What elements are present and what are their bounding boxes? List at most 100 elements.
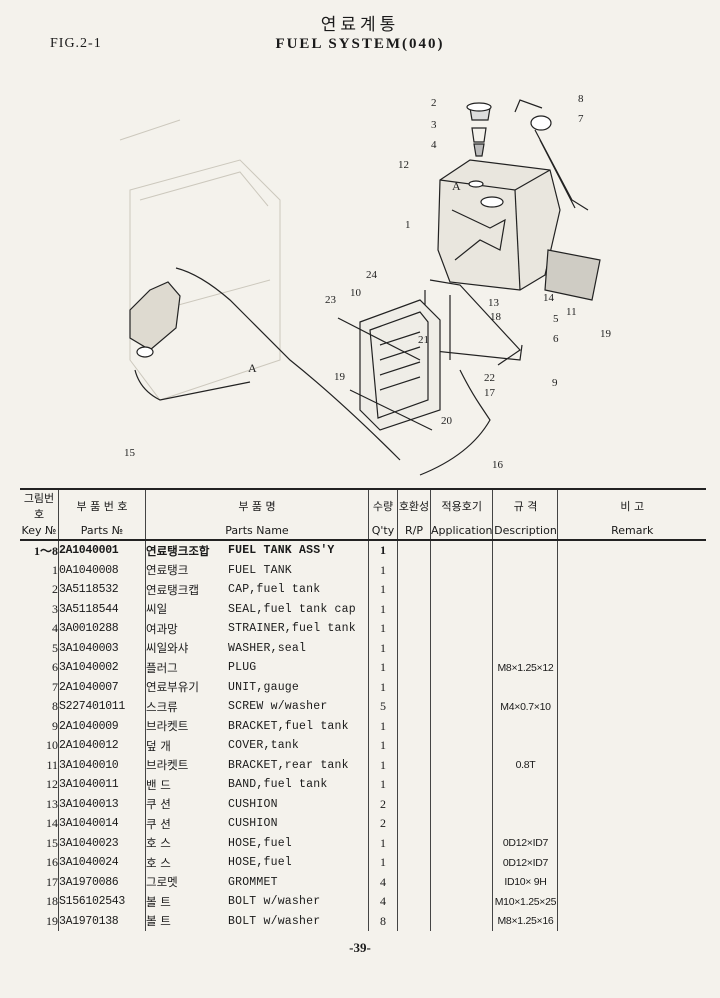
cell-qty: 1 bbox=[368, 833, 398, 853]
cell-pno: 3A0010288 bbox=[58, 619, 146, 639]
callout-16: 16 bbox=[492, 459, 504, 471]
parts-table: 그림번호 부 품 번 호 부 품 명 수량 호환성 적용호기 규 격 비 고 K… bbox=[20, 488, 706, 931]
callout-17: 17 bbox=[484, 387, 496, 399]
callout-5: 5 bbox=[553, 313, 559, 325]
cell-rp bbox=[397, 658, 431, 678]
cell-qty: 1 bbox=[368, 755, 398, 775]
cell-qty: 1 bbox=[368, 599, 398, 619]
cell-pno: 3A1040010 bbox=[58, 755, 146, 775]
cell-ename: CAP,fuel tank bbox=[228, 583, 321, 597]
cell-desc bbox=[492, 677, 558, 697]
cell-ename: BRACKET,fuel tank bbox=[228, 719, 349, 733]
cell-ename: STRAINER,fuel tank bbox=[228, 622, 356, 636]
cell-app bbox=[429, 814, 493, 834]
cell-rem bbox=[557, 716, 706, 736]
cell-desc bbox=[492, 619, 558, 639]
cell-desc: M10×1.25×25 bbox=[492, 892, 558, 912]
cell-app bbox=[429, 540, 493, 561]
cell-rem bbox=[557, 794, 706, 814]
cell-kname: 쿠 션 bbox=[145, 794, 228, 814]
cell-rem bbox=[557, 736, 706, 756]
cell-pno: S156102543 bbox=[58, 892, 146, 912]
cell-pno: 3A1040002 bbox=[58, 658, 146, 678]
cell-rem bbox=[557, 755, 706, 775]
cell-pno: 3A5118544 bbox=[58, 599, 146, 619]
page-number: -39- bbox=[349, 940, 371, 955]
callout-4: 4 bbox=[431, 139, 437, 151]
cell-rp bbox=[397, 794, 431, 814]
cell-kname: 연료탱크캡 bbox=[145, 580, 228, 600]
cell-qty: 2 bbox=[368, 794, 398, 814]
cell-key: 7 bbox=[52, 679, 58, 694]
cell-key: 18 bbox=[46, 894, 58, 909]
callout-24: 24 bbox=[366, 269, 378, 281]
cell-rp bbox=[397, 560, 431, 580]
cell-desc: M8×1.25×12 bbox=[492, 658, 558, 678]
cell-pno: 2A1040012 bbox=[58, 736, 146, 756]
cell-kname: 연료탱크조합 bbox=[145, 540, 228, 561]
cell-pno: 3A1040011 bbox=[58, 775, 146, 795]
callout-13: 13 bbox=[488, 297, 500, 309]
cell-key: 8 bbox=[52, 699, 58, 714]
cell-kname: 여과망 bbox=[145, 619, 228, 639]
cell-ename: BOLT w/washer bbox=[228, 895, 321, 909]
col-remark-ko: 비 고 bbox=[557, 488, 706, 522]
cell-kname: 밴 드 bbox=[145, 775, 228, 795]
cell-key: 15 bbox=[46, 835, 58, 850]
cell-rem bbox=[557, 580, 706, 600]
callout-21: 21 bbox=[418, 334, 429, 346]
cell-app bbox=[429, 892, 493, 912]
page-title-korean: 연료계통 bbox=[320, 15, 400, 35]
cell-rp bbox=[397, 833, 431, 853]
cell-desc bbox=[492, 736, 558, 756]
cell-ename: FUEL TANK ASS'Y bbox=[228, 544, 335, 558]
col-desc-en: Description bbox=[492, 522, 558, 541]
cell-app bbox=[429, 580, 493, 600]
cell-ename: BRACKET,rear tank bbox=[228, 758, 349, 772]
col-name-en: Parts Name bbox=[145, 522, 369, 541]
col-remark-en: Remark bbox=[557, 522, 706, 541]
cell-rp bbox=[397, 697, 431, 717]
cell-app bbox=[429, 638, 493, 658]
cell-rem bbox=[557, 853, 706, 873]
cell-kname: 연료탱크 bbox=[145, 560, 228, 580]
cell-key: 9 bbox=[52, 718, 58, 733]
cell-ename: COVER,tank bbox=[228, 739, 300, 753]
cell-kname: 스크류 bbox=[145, 697, 228, 717]
cell-ename: BAND,fuel tank bbox=[228, 778, 328, 792]
cell-rem bbox=[557, 911, 706, 931]
cell-pno: 3A1970138 bbox=[58, 911, 146, 931]
col-key-en: Key № bbox=[20, 522, 59, 541]
cell-ename: FUEL TANK bbox=[228, 563, 292, 577]
callout-14: 14 bbox=[543, 292, 555, 304]
table-header-korean: 그림번호 부 품 번 호 부 품 명 수량 호환성 적용호기 규 격 비 고 bbox=[20, 488, 706, 522]
cell-app bbox=[429, 716, 493, 736]
cell-rem bbox=[557, 775, 706, 795]
cell-rp bbox=[397, 599, 431, 619]
cell-kname: 씨일와샤 bbox=[145, 638, 228, 658]
cell-desc: M4×0.7×10 bbox=[492, 697, 558, 717]
cell-qty: 1 bbox=[368, 853, 398, 873]
cell-pno: 3A1040013 bbox=[58, 794, 146, 814]
cell-rem bbox=[557, 560, 706, 580]
callout-18: 18 bbox=[490, 311, 502, 323]
cell-key: 1 bbox=[52, 562, 58, 577]
figure-label: FIG.2-1 bbox=[50, 36, 102, 51]
cell-ename: SEAL,fuel tank cap bbox=[228, 602, 356, 616]
cell-ename: SCREW w/washer bbox=[228, 700, 328, 714]
table-header-english: Key № Parts № Parts Name Q'ty R/P Applic… bbox=[20, 522, 706, 541]
cell-desc bbox=[492, 540, 558, 561]
cell-qty: 1 bbox=[368, 619, 398, 639]
cell-key: 3 bbox=[52, 601, 58, 616]
cell-rp bbox=[397, 619, 431, 639]
callout-10: 10 bbox=[350, 287, 362, 299]
cell-desc: 0D12×ID7 bbox=[492, 853, 558, 873]
